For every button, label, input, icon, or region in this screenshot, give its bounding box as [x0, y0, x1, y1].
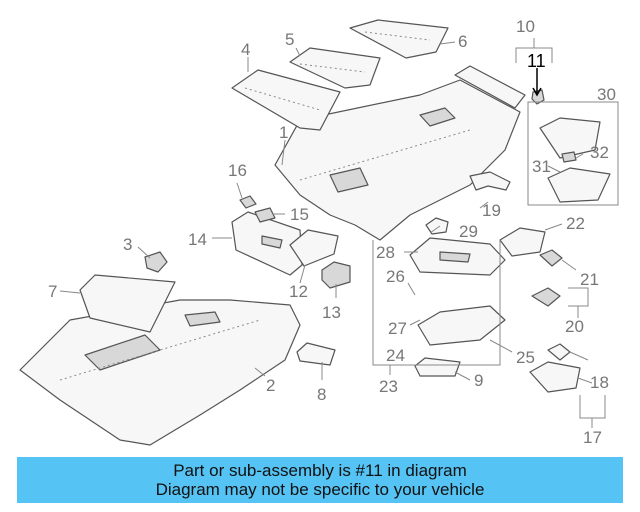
callout-11: 11 [527, 51, 546, 71]
callout-15: 15 [290, 205, 309, 224]
callout-26: 26 [386, 267, 405, 286]
callout-22: 22 [566, 214, 585, 233]
callout-13: 13 [322, 303, 341, 322]
callout-3: 3 [123, 235, 132, 254]
callout-30: 30 [597, 85, 616, 104]
callout-17: 17 [583, 428, 602, 447]
callout-12: 12 [289, 282, 308, 301]
headliner-upper [274, 79, 521, 241]
bracket-13 [321, 261, 351, 289]
sun-visor-14 [231, 211, 303, 276]
callout-31: 31 [532, 157, 551, 176]
trim-8 [296, 342, 336, 366]
callout-14: 14 [188, 230, 207, 249]
callout-29: 29 [459, 222, 478, 241]
pad-7 [79, 274, 176, 333]
bracket-22 [499, 227, 546, 257]
callout-1: 1 [279, 123, 288, 142]
callout-10: 10 [516, 17, 535, 36]
grab-handle-19 [469, 171, 511, 191]
callout-16: 16 [228, 161, 247, 180]
parts-diagram: 1 2 3 4 5 6 7 8 9 10 11 12 13 14 15 16 1… [19, 17, 619, 447]
headliner-lower [19, 299, 301, 446]
callout-numbers: 1 2 3 4 5 6 7 8 9 10 11 12 13 14 15 16 1… [48, 17, 616, 447]
knob-29 [425, 217, 449, 235]
roof-rail-10 [454, 65, 526, 109]
panel-6 [349, 19, 449, 59]
banner-line-1: Part or sub-assembly is #11 in diagram [173, 461, 467, 480]
callout-28: 28 [376, 243, 395, 262]
callout-5: 5 [285, 30, 294, 49]
hook-16 [239, 195, 257, 209]
panel-4 [231, 69, 341, 131]
group-brackets [372, 38, 619, 428]
callout-8: 8 [317, 385, 326, 404]
callout-23: 23 [379, 377, 398, 396]
lamp-18 [529, 343, 581, 393]
banner-line-2: Diagram may not be specific to your vehi… [155, 480, 485, 499]
callout-27: 27 [388, 319, 407, 338]
callout-32: 32 [590, 143, 609, 162]
callout-9: 9 [474, 371, 483, 390]
panel-5 [289, 47, 381, 89]
callout-24: 24 [386, 346, 405, 365]
callout-7: 7 [48, 282, 57, 301]
holder-12 [289, 229, 339, 267]
lamp-assembly-30 [539, 117, 611, 203]
info-banner: Part or sub-assembly is #11 in diagram D… [17, 457, 623, 503]
holder-15 [254, 207, 276, 223]
callout-21: 21 [580, 270, 599, 289]
callout-4: 4 [241, 40, 250, 59]
callout-6: 6 [458, 32, 467, 51]
callout-20: 20 [565, 317, 584, 336]
callout-18: 18 [590, 373, 609, 392]
bracket-3 [144, 251, 168, 273]
callout-19: 19 [482, 201, 501, 220]
callout-25: 25 [516, 348, 535, 367]
console-assembly-23 [409, 237, 506, 377]
callout-2: 2 [266, 376, 275, 395]
switch-21 [531, 249, 563, 307]
leader-lines [59, 41, 593, 384]
